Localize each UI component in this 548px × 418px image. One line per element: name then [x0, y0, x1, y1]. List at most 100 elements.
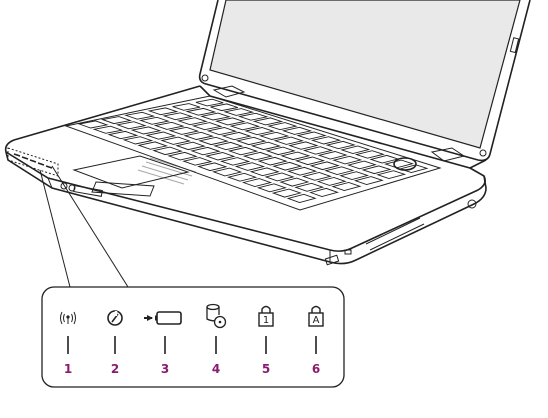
indicator-number-6: 6 [312, 362, 320, 376]
laptop-lid [198, 0, 531, 162]
keyboard-key [130, 126, 162, 135]
laptop-screen [209, 0, 521, 149]
keyboard-key [316, 177, 347, 186]
hinge-cap-right [430, 147, 466, 162]
keyboard-key [214, 117, 246, 126]
indicator-strip-highlight [7, 147, 59, 177]
keyboard-key [145, 131, 177, 140]
keyboard-key [219, 157, 251, 166]
indicator-leds [13, 153, 53, 169]
keyboard-key [153, 121, 185, 130]
keyboard-key [294, 182, 325, 192]
callout-line-right [51, 165, 129, 288]
keyboard-key [213, 141, 244, 151]
hinge-bar [199, 85, 487, 169]
keyboard-key [264, 172, 295, 182]
keyboard-key [172, 103, 201, 111]
keyboard-key [272, 161, 303, 171]
keyboard-key [162, 112, 194, 121]
keyboard-key [229, 122, 261, 131]
keyboard-key [175, 141, 206, 151]
keyboard-key [204, 152, 236, 161]
keyboard-key [257, 156, 288, 166]
keyboard-key [324, 166, 355, 175]
keyboard-key [226, 172, 258, 182]
keyboard-key [92, 125, 124, 134]
palm-rest-texture [137, 157, 197, 185]
keyboard-key [185, 107, 217, 116]
keyboard-key [242, 151, 274, 161]
keyboard-key [287, 166, 318, 176]
laptop-illustration [4, 0, 531, 288]
caps-lock-key-label: A [313, 315, 320, 326]
keyboard-key [234, 162, 266, 171]
keyboard-key [296, 131, 327, 140]
indicator-number-3: 3 [161, 362, 169, 376]
keyboard-key [124, 111, 156, 120]
keyboard-key [258, 131, 290, 140]
keyboard-key [241, 178, 273, 187]
keyboard-key [191, 122, 223, 131]
indicator-number-2: 2 [111, 362, 119, 376]
indicator-panel [41, 286, 345, 388]
touchpad [72, 155, 190, 189]
keyboard-key [221, 131, 252, 141]
keyboard-key [279, 177, 310, 187]
keyboard-key [195, 98, 224, 107]
keyboard-key [332, 155, 363, 165]
keyboard-key [302, 146, 334, 155]
laptop-base-edge [5, 151, 487, 265]
keyboard-key [227, 146, 259, 156]
keyboard-key [331, 182, 362, 191]
keyboard-key [183, 131, 215, 140]
keyboard-key [280, 151, 311, 161]
side-port-slot [73, 185, 103, 197]
keyboard-key [182, 157, 213, 166]
num-lock-key-label: 1 [263, 315, 269, 326]
keyboard-key [346, 160, 377, 170]
keyboard-key [353, 176, 384, 185]
keyboard-key [250, 141, 282, 151]
keyboard-key [249, 167, 280, 177]
keyboard-key [317, 151, 348, 160]
hinge-cap-left [212, 85, 246, 98]
keyboard-key [147, 107, 179, 116]
optical-drive [365, 217, 425, 251]
wireless-icon [60, 311, 76, 325]
keyboard-key [310, 136, 342, 145]
hinge-right [479, 149, 487, 157]
keyboard-key [309, 187, 340, 197]
keyboard-key [271, 188, 302, 198]
keyboard-key [77, 120, 109, 129]
indicator-number-4: 4 [212, 362, 220, 376]
keyboard-key [100, 116, 132, 125]
indicator-number-1: 1 [64, 362, 72, 376]
num-lock-icon: 1 [258, 305, 274, 327]
keyboard-key [340, 145, 371, 154]
keyboard-key [354, 150, 385, 159]
keyboard-key [190, 146, 221, 156]
keyboard-key [273, 136, 304, 145]
callout-line-left [39, 169, 71, 288]
keyboard-key [223, 108, 255, 116]
keyboard-key [138, 116, 170, 125]
keyboard-key [206, 127, 238, 136]
keyboard-key [252, 117, 284, 126]
keyboard-key [376, 170, 407, 179]
power-button [393, 157, 417, 171]
hinge-left [201, 74, 209, 82]
keyboard-key [309, 161, 340, 171]
keyboard-area [64, 95, 442, 211]
keyboard-key [294, 156, 326, 166]
indicator-number-5: 5 [262, 362, 270, 376]
keyboard-key [197, 162, 228, 172]
keyboard-keys [77, 98, 429, 203]
keyboard-key [237, 112, 269, 121]
caps-lock-icon: A [308, 305, 324, 327]
dc-in-jack [467, 199, 477, 209]
keyboard-key [115, 121, 147, 130]
keyboard-key [286, 193, 317, 203]
keyboard-key [168, 126, 200, 135]
keyboard-key [152, 146, 183, 156]
keyboard-key [339, 171, 370, 180]
